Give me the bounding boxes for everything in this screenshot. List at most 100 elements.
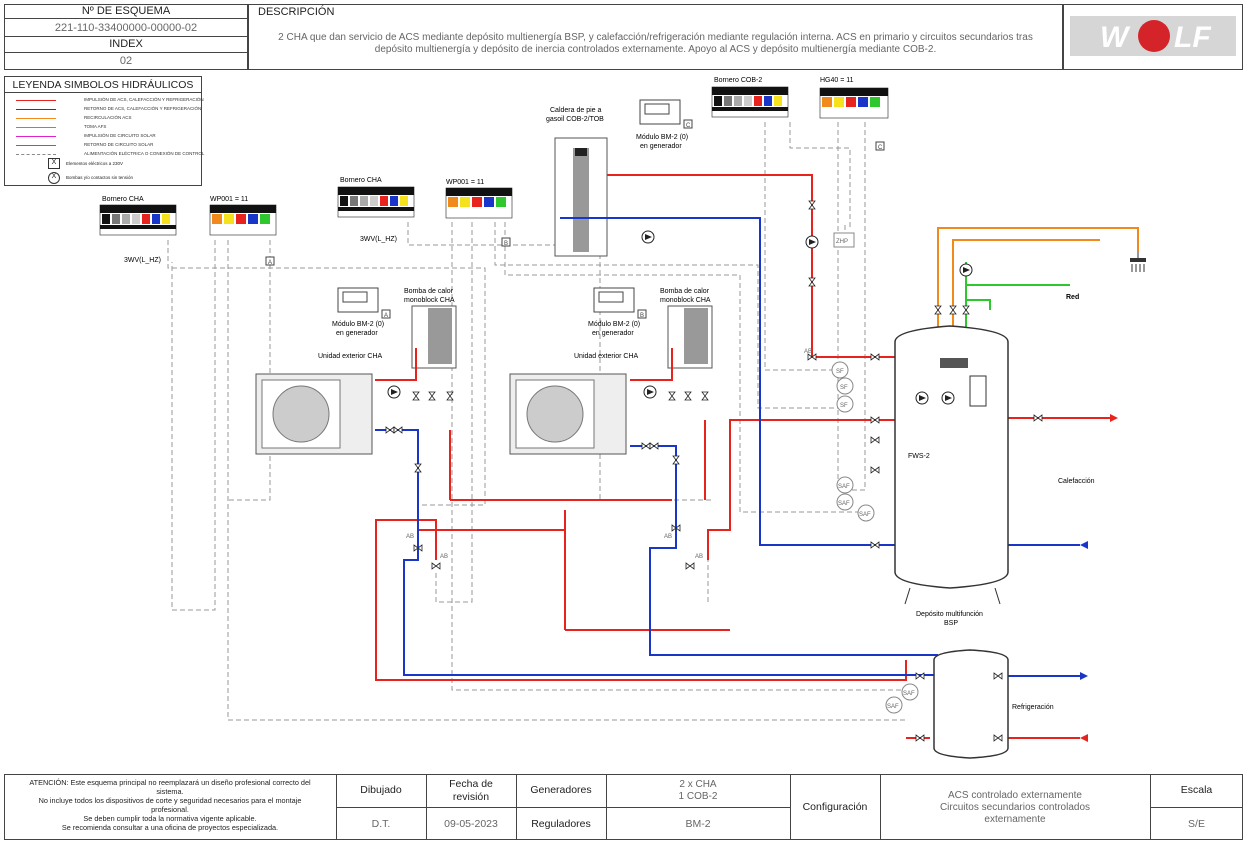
warning-line-2: sistema. — [156, 787, 184, 796]
tag-b-1: B — [504, 241, 508, 247]
logo-box — [1063, 4, 1243, 70]
legend-item-supply: IMPULSIÓN DE ACS, CALEFACCIÓN Y REFRIGER… — [6, 96, 204, 105]
sensor-saf-5: SAF — [887, 704, 899, 710]
sensor-sf-1: SF — [836, 369, 844, 375]
description-line-2: depósito multienergía y depósito de iner… — [374, 44, 937, 55]
tag-b-2: B — [640, 313, 644, 319]
valve-3wv-2-label: 3WV(L_HZ) — [360, 236, 397, 243]
bm2-module-a — [337, 287, 379, 313]
outdoor-unit-1 — [255, 373, 373, 455]
legend-x-box-label: Elementos eléctricos a 230V — [66, 161, 124, 166]
cooling-label: Refrigeración — [1012, 704, 1054, 711]
sensor-saf-4: SAF — [903, 691, 915, 697]
bm2-module-b — [593, 287, 635, 313]
tags: A B C A B C — [265, 119, 885, 319]
legend-x-circle-symbol: X — [48, 172, 60, 184]
generators-label: Generadores — [530, 784, 592, 796]
cold-water-pipes — [965, 262, 1070, 340]
sensor-saf-3: SAF — [859, 512, 871, 518]
date-value: 09-05-2023 — [444, 818, 498, 830]
config-value-3: externamente — [984, 814, 1046, 825]
legend-x-circle-label: Bombas y/o contactos sin tensión — [66, 175, 134, 180]
drawn-label: Dibujado — [360, 784, 402, 796]
bm2-a-label-1: Módulo BM-2 (0) — [332, 321, 384, 328]
logo-wordmark-right: LF — [1174, 21, 1211, 54]
sensor-sf-3: SF — [840, 403, 848, 409]
boiler-label-1: Caldera de pie a — [550, 107, 601, 114]
regulators-label: Reguladores — [531, 818, 591, 830]
heat-pump-indoor-2 — [667, 305, 713, 369]
legend-title: LEYENDA SIMBOLOS HIDRÁULICOS — [12, 79, 194, 91]
legend-item-recirc: RECIRCULACIÓN ACS — [6, 114, 196, 123]
sensor-sf-2: SF — [840, 385, 848, 391]
supply-pipes — [375, 174, 1110, 739]
sensors — [831, 232, 919, 714]
config-label: Configuración — [802, 801, 868, 813]
legend-x-box-symbol: X — [48, 158, 60, 169]
boiler-cob2 — [554, 137, 608, 257]
legend-item-cold-water: TOMA AFS — [6, 123, 196, 132]
date-label-2: revisión — [452, 791, 490, 803]
terminal-bornero-cha-2-label: Bornero CHA — [340, 177, 382, 184]
terminal-bornero-cha-1-label: Bornero CHA — [102, 196, 144, 203]
scheme-number-value: 221-110-33400000-00000-02 — [54, 22, 198, 34]
sensor-saf-1: SAF — [838, 484, 850, 490]
warning-line-5: Se deben cumplir toda la normativa vigen… — [83, 814, 257, 823]
date-label-1: Fecha de — [449, 778, 493, 790]
bm2-module-generator — [639, 99, 681, 125]
pump-unit-1-label-1: Bomba de calor — [404, 288, 454, 295]
scale-label: Escala — [1180, 784, 1213, 796]
pump-unit-2-label-2: monoblock CHA — [660, 297, 711, 304]
terminal-wp001-1-label: WP001 = 11 — [210, 196, 248, 203]
terminal-hg40 — [819, 87, 889, 119]
generators-value-1: 2 x CHA — [679, 779, 717, 790]
shower-icon — [1130, 252, 1146, 272]
terminal-bornero-cob2 — [711, 86, 789, 118]
description-line-1: 2 CHA que dan servicio de ACS mediante d… — [278, 32, 1033, 43]
description-label: DESCRIPCIÓN — [258, 6, 335, 18]
outdoor-1-label: Unidad exterior CHA — [318, 353, 383, 360]
generators-value-2: 1 COB-2 — [678, 791, 718, 802]
fws-label: FWS-2 — [908, 453, 930, 460]
terminal-bornero-cha-1 — [99, 204, 177, 236]
pump-unit-2-label-1: Bomba de calor — [660, 288, 710, 295]
bm2-a-label-2: en generador — [336, 330, 378, 337]
bm2-gen-label-2: en generador — [640, 143, 682, 150]
tank-label-2: BSP — [944, 620, 958, 627]
config-value-2: Circuitos secundarios controlados — [939, 802, 1091, 813]
boiler-label-2: gasoil COB-2/TOB — [546, 116, 604, 123]
config-value-1: ACS controlado externamente — [948, 790, 1082, 801]
multifunction-tank-bsp — [894, 325, 1009, 605]
scale-value: S/E — [1188, 818, 1205, 830]
legend-item-control: ALIMENTACIÓN ELÉCTRICA O CONEXIÓN DE CON… — [6, 150, 204, 159]
tag-c-2: C — [686, 123, 691, 129]
terminal-hg40-label: HG40 = 11 — [820, 77, 854, 84]
bm2-b-label-2: en generador — [592, 330, 634, 337]
warning-line-6: Se recomienda consultar a una oficina de… — [61, 823, 279, 832]
tank-label-1: Depósito multifunción — [916, 611, 983, 618]
pump-unit-1-label-2: monoblock CHA — [404, 297, 455, 304]
wolf-logo: W LF — [1070, 16, 1236, 56]
drawn-value: D.T. — [371, 818, 391, 830]
warning-line-1: ATENCIÓN: Este esquema principal no reem… — [29, 778, 311, 787]
index-label: INDEX — [109, 38, 143, 50]
buffer-tank — [933, 649, 1009, 759]
port-ab-2: AB — [440, 554, 448, 560]
port-ab-4: AB — [695, 554, 703, 560]
warning-line-3: No incluye todos los dispositivos de cor… — [38, 796, 302, 805]
bm2-gen-label-1: Módulo BM-2 (0) — [636, 134, 688, 141]
index-value: 02 — [119, 55, 133, 67]
heating-label: Calefacción — [1058, 478, 1095, 485]
scheme-number-box — [4, 4, 248, 70]
terminal-wp001-2-label: WP001 = 11 — [446, 179, 484, 186]
flow-arrows — [1080, 414, 1118, 742]
tag-c-1: C — [878, 145, 883, 151]
port-ab-1: AB — [406, 534, 414, 540]
scheme-number-label: Nº DE ESQUEMA — [81, 5, 171, 17]
terminal-wp001-2 — [445, 187, 513, 219]
tag-a-2: A — [384, 313, 388, 319]
port-ab-3: AB — [664, 534, 672, 540]
legend-box — [4, 76, 202, 186]
legend-item-solar-supply: IMPULSIÓN DE CIRCUITO SOLAR — [6, 132, 196, 141]
